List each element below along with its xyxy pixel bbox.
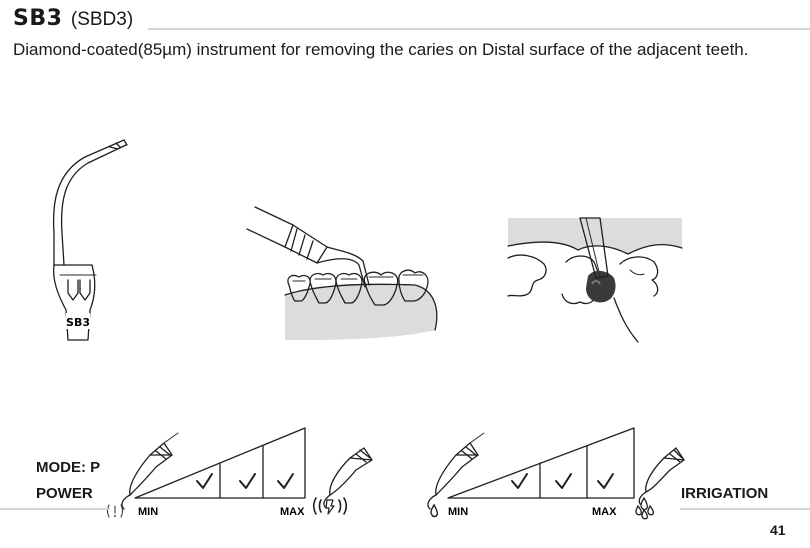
page-number: 41 bbox=[770, 522, 786, 538]
power-scale: MIN MAX bbox=[107, 427, 306, 518]
irrigation-max-label: MAX bbox=[592, 506, 617, 518]
water-drop-min-icon bbox=[430, 503, 439, 518]
power-max-handpiece bbox=[312, 447, 373, 515]
mode-label: MODE: P bbox=[36, 459, 101, 476]
vibration-min-icon bbox=[107, 504, 123, 518]
instrument-code: SB3 bbox=[13, 6, 63, 31]
checkmark-icon bbox=[597, 473, 614, 489]
power-min-label: MIN bbox=[138, 506, 158, 518]
handpiece-on-teeth-illustration bbox=[246, 206, 438, 340]
footer-divider-right bbox=[680, 508, 810, 510]
page-title: SB3 (SBD3) bbox=[13, 6, 133, 36]
tip-label: SB3 bbox=[66, 316, 90, 329]
title-divider bbox=[148, 28, 810, 30]
irrigation-label: IRRIGATION bbox=[681, 485, 769, 502]
footer-divider-left bbox=[0, 508, 110, 510]
instrument-alt-code: (SBD3) bbox=[70, 9, 134, 30]
scaler-tip-illustration: SB3 bbox=[52, 139, 128, 341]
irrigation-min-label: MIN bbox=[448, 506, 468, 518]
checkmark-icon bbox=[511, 473, 528, 489]
power-max-label: MAX bbox=[280, 506, 305, 518]
checkmark-icon bbox=[277, 473, 294, 489]
instrument-description: Diamond-coated(85µm) instrument for remo… bbox=[13, 40, 749, 59]
irrigation-max-handpiece bbox=[635, 447, 685, 520]
checkmark-icon bbox=[555, 473, 572, 489]
checkmark-icon bbox=[196, 473, 213, 489]
irrigation-scale: MIN MAX bbox=[427, 427, 635, 518]
vibration-max-icon bbox=[312, 497, 348, 515]
checkmark-icon bbox=[239, 473, 256, 489]
power-label: POWER bbox=[36, 485, 93, 502]
water-drops-max-icon bbox=[635, 496, 655, 520]
distal-surface-detail-illustration bbox=[507, 217, 683, 343]
